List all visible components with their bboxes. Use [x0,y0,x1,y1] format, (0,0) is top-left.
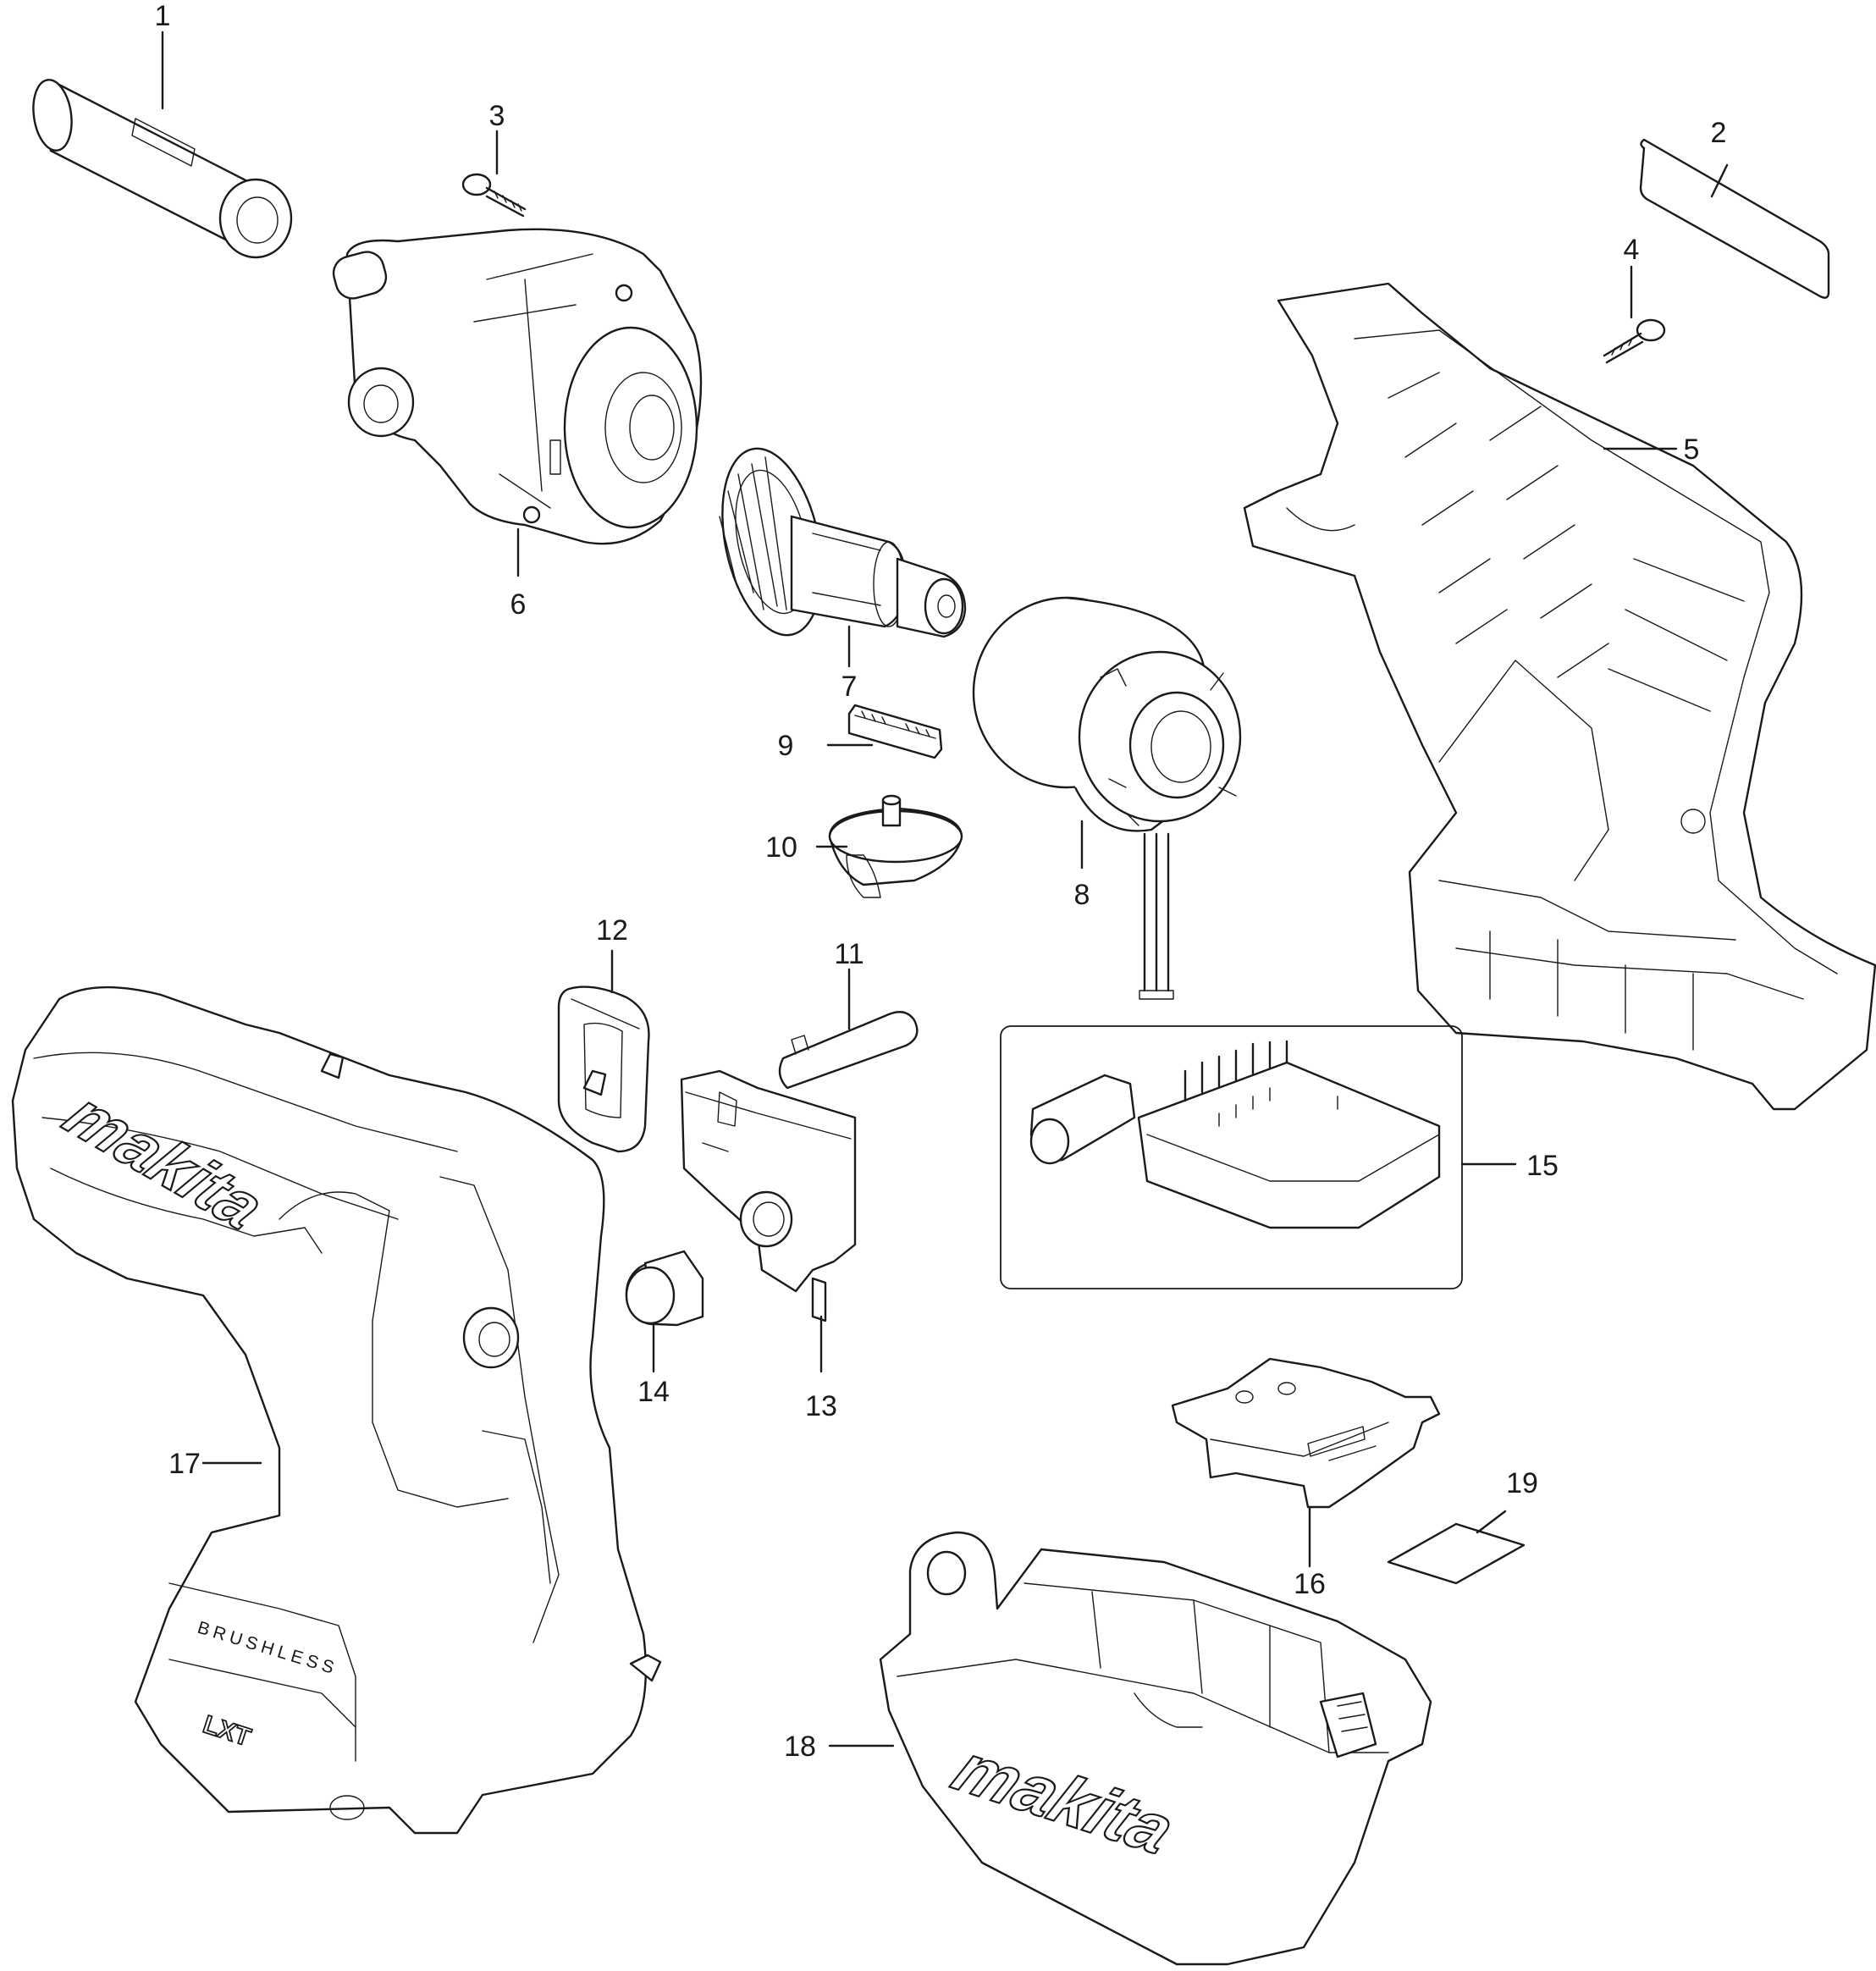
part-12-boot [557,986,650,1153]
part-6-gear-housing [332,228,703,545]
callout-14: 14 [637,1376,670,1408]
callout-11: 11 [834,938,864,970]
part-15-controller-kit [1000,1025,1463,1289]
callout-1: 1 [155,0,171,32]
part-3-screw [461,173,527,218]
part-13-switch [680,1069,857,1322]
part-19-label [1387,1522,1526,1585]
part-10-dial [828,794,963,898]
part-7-armature [719,447,967,638]
part-18-case [879,1531,1432,1966]
part-17-housing-assembly [11,986,662,1835]
callout-4: 4 [1624,234,1640,266]
callout-13: 13 [805,1390,837,1422]
callout-10: 10 [765,831,797,864]
callout-8: 8 [1074,879,1090,911]
callout-19: 19 [1506,1467,1538,1499]
part-1-sleeve [32,79,293,259]
callout-6: 6 [510,588,527,621]
callout-12: 12 [596,914,628,947]
callout-18: 18 [784,1731,816,1763]
leader-lines [161,30,1729,1747]
part-16-terminal-block [1171,1357,1441,1509]
part-2-label [1639,138,1830,299]
callout-7: 7 [841,671,858,703]
callout-17: 17 [168,1448,201,1480]
part-9-terminal [847,704,943,759]
callout-5: 5 [1684,433,1700,466]
callout-16: 16 [1294,1568,1326,1600]
part-14-cap [625,1250,704,1327]
part-5-housing-half [1243,282,1876,1111]
part-4-screw [1603,318,1666,364]
callout-numbers: 1 2 3 4 5 6 7 8 9 10 11 12 13 14 15 16 1… [155,0,1727,1763]
part-11-lever [778,1011,919,1090]
part-8-stator [972,596,1242,1000]
callout-2: 2 [1711,117,1727,149]
callout-3: 3 [489,100,505,132]
callout-9: 9 [778,730,794,762]
callout-15: 15 [1526,1150,1559,1182]
